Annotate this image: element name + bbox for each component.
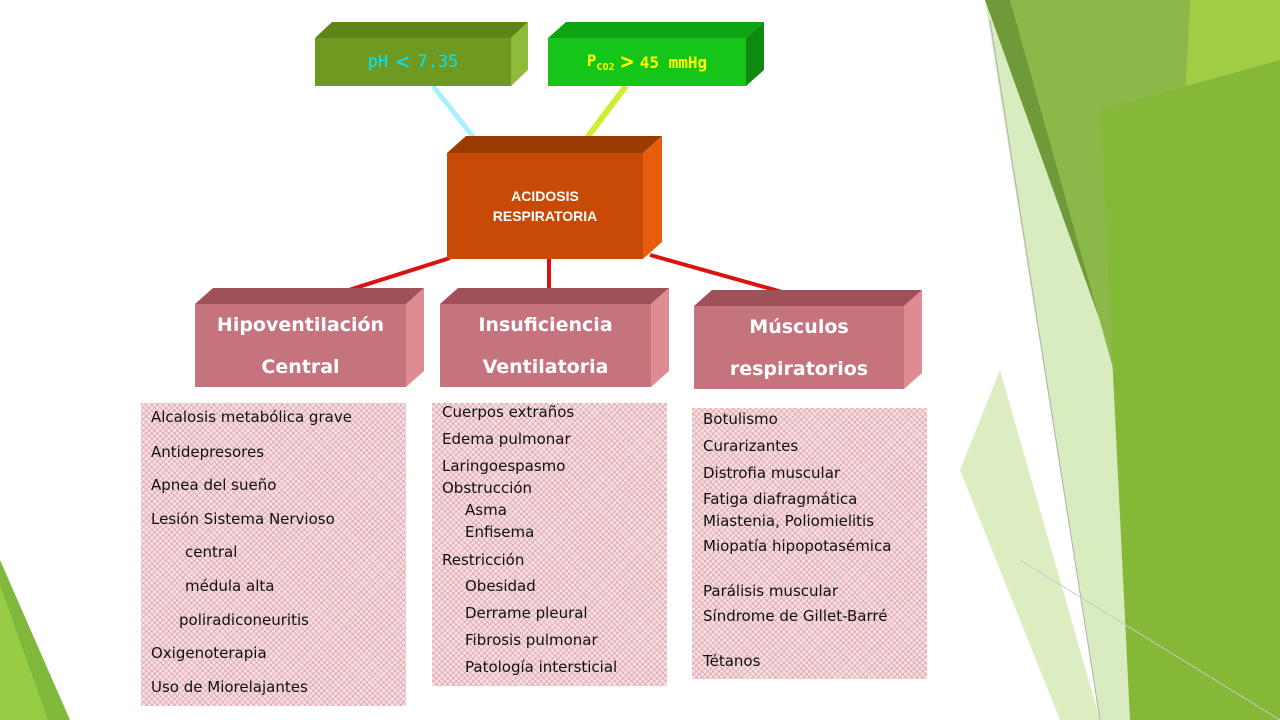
category-hipoventilacion-front: Hipoventilación Central [195, 304, 406, 387]
list-item: Tétanos [703, 652, 761, 670]
category-insuficiencia: Insuficiencia Ventilatoria [440, 288, 669, 387]
ph-box: pH < 7.35 [315, 22, 528, 86]
category-hipoventilacion-side-face [406, 288, 424, 387]
category-musculos-line2: respiratorios [729, 357, 869, 380]
pco2-label-main: P [586, 50, 597, 70]
category-hipoventilacion: Hipoventilación Central [195, 288, 424, 387]
list-item: Restricción [442, 551, 525, 569]
bg-line-1 [989, 19, 1101, 720]
list-item: médula alta [185, 577, 275, 595]
category-musculos-top-face [694, 290, 922, 306]
acidosis-line2: RESPIRATORIA [492, 208, 598, 224]
ph-label: pH [367, 52, 389, 72]
category-insuficiencia-front: Insuficiencia Ventilatoria [440, 304, 651, 387]
list-item: Patología intersticial [465, 658, 618, 676]
list-item: poliradiconeuritis [179, 611, 309, 629]
ph-box-top-face [315, 22, 528, 38]
ph-box-side-face [511, 22, 528, 86]
list-item: Apnea del sueño [151, 476, 277, 494]
list-item: Botulismo [703, 410, 778, 428]
list-item: Curarizantes [703, 437, 799, 455]
list-item: Obesidad [465, 577, 536, 595]
bg-triangle-left-inner [0, 585, 48, 720]
list-item: Síndrome de Gillet-Barré [703, 607, 888, 625]
bg-stripe-light [960, 370, 1100, 720]
list-item: Obstrucción [442, 479, 533, 497]
bg-panel-right-green [1100, 60, 1280, 720]
pco2-box-side-face [746, 22, 764, 86]
pco2-value: 45 mmHg [639, 52, 708, 72]
category-insuficiencia-line2: Ventilatoria [482, 355, 609, 378]
pco2-label: PCO2 [587, 51, 615, 73]
pco2-box-top-face [548, 22, 764, 38]
list-item: Miastenia, Poliomielitis [703, 512, 875, 530]
category-insuficiencia-line1: Insuficiencia [478, 313, 613, 336]
ph-box-front: pH < 7.35 [315, 38, 511, 86]
list-item: central [185, 543, 238, 561]
ph-value: 7.35 [417, 52, 459, 72]
category-hipoventilacion-line2: Central [261, 355, 340, 378]
acidosis-line1: ACIDOSIS [511, 188, 579, 204]
category-musculos-line1: Músculos [749, 315, 849, 338]
list-item: Laringoespasmo [442, 457, 566, 475]
ph-symbol: < [396, 49, 410, 75]
acidosis-box-side-face [643, 136, 662, 259]
list-item: Asma [465, 501, 507, 519]
category-insuficiencia-side-face [651, 288, 669, 387]
list-item: Uso de Miorelajantes [151, 678, 308, 696]
list-item: Miopatía hipopotasémica [703, 537, 892, 555]
bg-line-2 [1019, 559, 1280, 720]
list-hipoventilacion: Alcalosis metabólica grave Antidepresore… [141, 403, 406, 706]
list-musculos: Botulismo Curarizantes Distrofia muscula… [692, 408, 927, 679]
list-item: Alcalosis metabólica grave [151, 408, 352, 426]
list-item: Fatiga diafragmática [703, 490, 858, 508]
category-musculos: Músculos respiratorios [694, 290, 922, 389]
list-item: Oxigenoterapia [151, 644, 267, 662]
category-hipoventilacion-line1: Hipoventilación [216, 313, 385, 336]
pco2-box: PCO2 > 45 mmHg [548, 22, 764, 86]
category-musculos-front: Músculos respiratorios [694, 306, 904, 389]
list-insuficiencia: Cuerpos extraños Edema pulmonar Laringoe… [432, 403, 667, 686]
category-musculos-side-face [904, 290, 922, 389]
acidosis-box: ACIDOSIS RESPIRATORIA [447, 136, 662, 259]
list-item: Fibrosis pulmonar [465, 631, 598, 649]
acidosis-box-top-face [447, 136, 662, 153]
pco2-symbol: > [620, 49, 634, 75]
acidosis-box-front: ACIDOSIS RESPIRATORIA [447, 153, 643, 259]
pco2-box-front: PCO2 > 45 mmHg [548, 38, 746, 86]
list-item: Edema pulmonar [442, 430, 571, 448]
list-item: Distrofia muscular [703, 464, 841, 482]
category-insuficiencia-top-face [440, 288, 669, 304]
list-item: Parálisis muscular [703, 582, 839, 600]
list-item: Cuerpos extraños [442, 403, 575, 421]
pco2-label-sub: CO2 [596, 62, 615, 74]
list-item: Enfisema [465, 523, 535, 541]
category-hipoventilacion-top-face [195, 288, 424, 304]
list-item: Antidepresores [151, 443, 265, 461]
list-item: Derrame pleural [465, 604, 588, 622]
list-item: Lesión Sistema Nervioso [151, 510, 335, 528]
